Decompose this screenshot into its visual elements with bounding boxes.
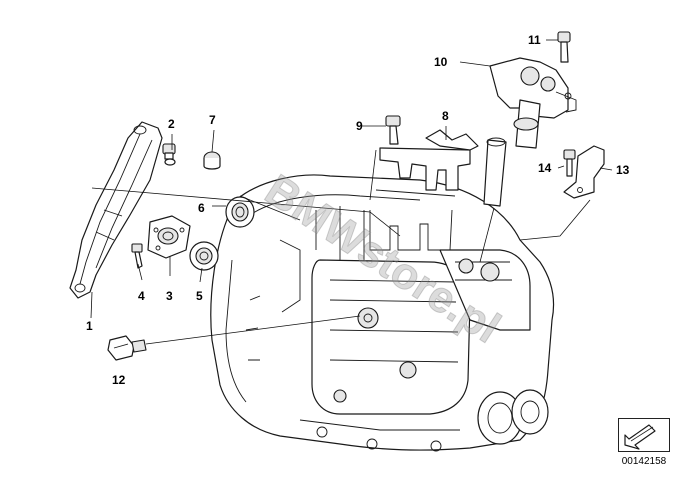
callout-6: 6	[198, 201, 205, 215]
callout-9: 9	[356, 119, 363, 133]
callout-5: 5	[196, 289, 203, 303]
part-9-bolt	[385, 115, 401, 145]
part-12-switch	[107, 335, 147, 361]
part-5-shaft-seal	[189, 241, 219, 271]
part-8-fork-guide	[379, 129, 479, 191]
callout-12: 12	[112, 373, 126, 387]
reference-box	[618, 418, 670, 452]
callout-8: 8	[442, 109, 449, 123]
callout-11: 11	[528, 33, 541, 47]
callout-14: 14	[538, 161, 552, 175]
callout-1: 1	[86, 319, 93, 333]
direction-arrow-icon	[624, 424, 656, 450]
part-6-seal-ring	[225, 196, 255, 228]
gearbox-housing	[210, 174, 555, 452]
part-14-screw	[563, 149, 576, 177]
callout-labels: 1 2 3 4 5 6 7 8 9 10 11 12 13 14	[86, 33, 630, 387]
callout-10: 10	[434, 55, 448, 69]
part-3-release-bearing	[147, 215, 191, 259]
callout-2: 2	[168, 117, 175, 131]
part-1-release-lever	[69, 121, 163, 299]
part-2-bolt	[162, 143, 176, 166]
callout-3: 3	[166, 289, 173, 303]
part-7-plug	[203, 151, 221, 170]
part-13-bracket	[563, 145, 605, 199]
part-4-screw	[131, 243, 143, 269]
part-11-bolt	[557, 31, 571, 63]
part-10-selector-mechanism	[483, 57, 577, 207]
leader-lines	[90, 39, 613, 345]
callout-7: 7	[209, 113, 216, 127]
callout-4: 4	[138, 289, 145, 303]
callout-13: 13	[616, 163, 630, 177]
reference-code: 00142158	[621, 456, 667, 467]
